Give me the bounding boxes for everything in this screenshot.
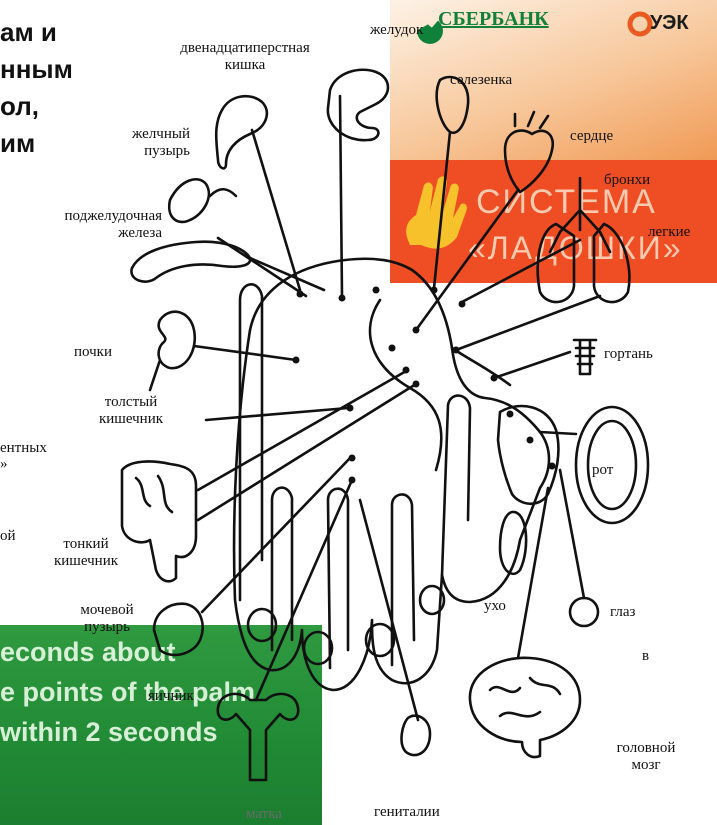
label-pancreas: поджелудочная железа <box>10 208 162 242</box>
label-gallbladder: желчный пузырь <box>90 126 190 160</box>
label-small-intestine: тонкий кишечник <box>36 536 136 570</box>
label-lungs: легкие <box>648 224 690 241</box>
label-duodenum: двенадцатиперстная кишка <box>150 40 340 74</box>
label-heart: сердце <box>570 128 613 145</box>
edge-fragment: ой <box>0 528 16 545</box>
label-ear: ухо <box>484 598 506 615</box>
label-ovaries: яичник <box>148 688 194 705</box>
label-stomach: желудок <box>370 22 423 39</box>
label-bladder: мочевой пузырь <box>62 602 152 636</box>
label-v: в <box>642 648 649 665</box>
edge-fragment: ентных <box>0 440 47 457</box>
edge-fragment: » <box>0 456 8 473</box>
label-mouth: рот <box>592 462 613 479</box>
label-eye: глаз <box>610 604 635 621</box>
label-bronchi: бронхи <box>604 172 650 189</box>
label-genitals: гениталии <box>374 804 440 821</box>
label-spleen: селезенка <box>450 72 512 89</box>
label-uterus: матка <box>246 806 282 823</box>
label-brain: головной мозг <box>596 740 696 774</box>
label-kidneys: почки <box>74 344 112 361</box>
label-larynx: гортань <box>604 346 653 363</box>
label-large-intestine: толстый кишечник <box>76 394 186 428</box>
